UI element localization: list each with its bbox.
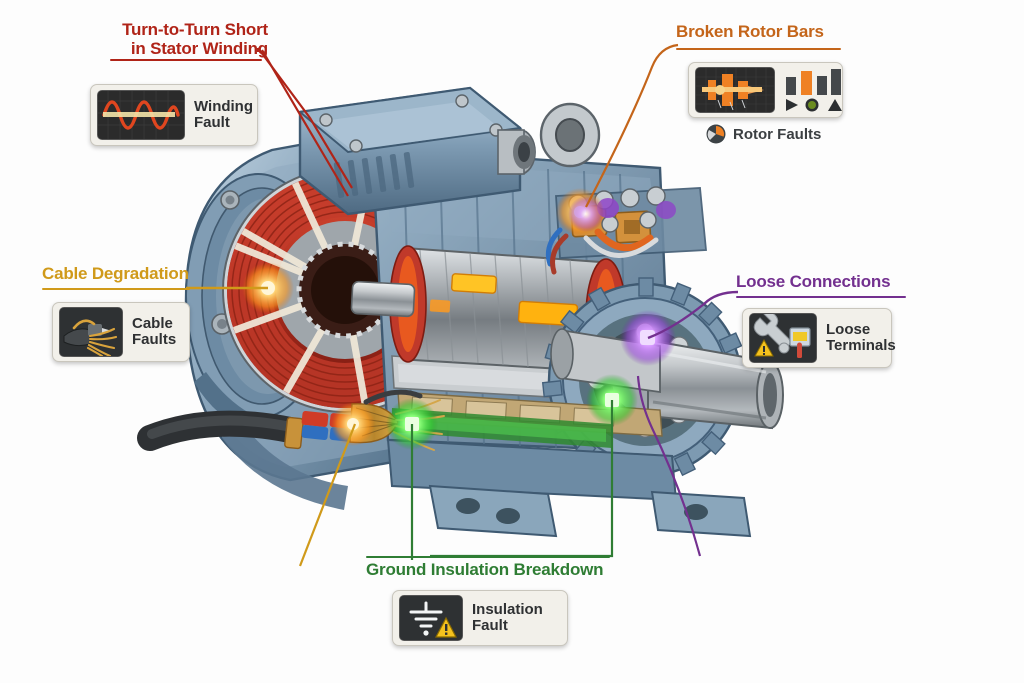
cable-hotspot	[331, 402, 375, 446]
annotation-rule-winding	[110, 59, 262, 61]
annotation-rule-loose	[736, 296, 906, 298]
badge-insulation-fault[interactable]: Insulation Fault	[392, 590, 568, 646]
ground-warning-icon	[399, 595, 463, 641]
badge-label-cable: Cable Faults	[132, 314, 177, 348]
badge-winding-fault[interactable]: Winding Fault	[90, 84, 258, 146]
wrench-warning-icon	[749, 313, 817, 363]
rotor-status-symbols	[786, 98, 842, 111]
badge-label-loose: Loose Terminals	[826, 320, 896, 354]
badge-cable-faults[interactable]: Cable Faults	[52, 302, 190, 362]
annotation-rule-rotor	[676, 48, 841, 50]
waveform-icon	[97, 90, 185, 140]
badge-label-winding: Winding Fault	[194, 97, 254, 131]
annotation-rule-cable	[42, 288, 190, 290]
junction-box	[297, 86, 601, 216]
annotation-title-cable: Cable Degradation	[42, 264, 189, 283]
annotation-title-winding: Turn-to-Turn Short in Stator Winding	[122, 20, 268, 59]
frayed-cable-icon	[59, 307, 123, 357]
rotor-spectrum-icon	[695, 67, 775, 113]
rotor-badge-icon	[706, 124, 726, 144]
annotation-title-rotor: Broken Rotor Bars	[676, 22, 824, 41]
annotation-rule-insulation	[366, 556, 610, 558]
sub-label-rotor-text: Rotor Faults	[733, 125, 822, 143]
annotation-title-loose: Loose Connections	[736, 272, 891, 291]
sub-label-rotor-faults: Rotor Faults	[706, 124, 821, 144]
winding-hotspot	[242, 262, 294, 314]
annotation-title-insulation: Ground Insulation Breakdown	[366, 560, 604, 579]
badge-rotor-faults[interactable]	[688, 62, 843, 118]
badge-label-insulation: Insulation Fault	[472, 600, 543, 634]
rotor-bar-chart	[784, 68, 842, 112]
badge-loose-terminals[interactable]: Loose Terminals	[742, 308, 896, 368]
